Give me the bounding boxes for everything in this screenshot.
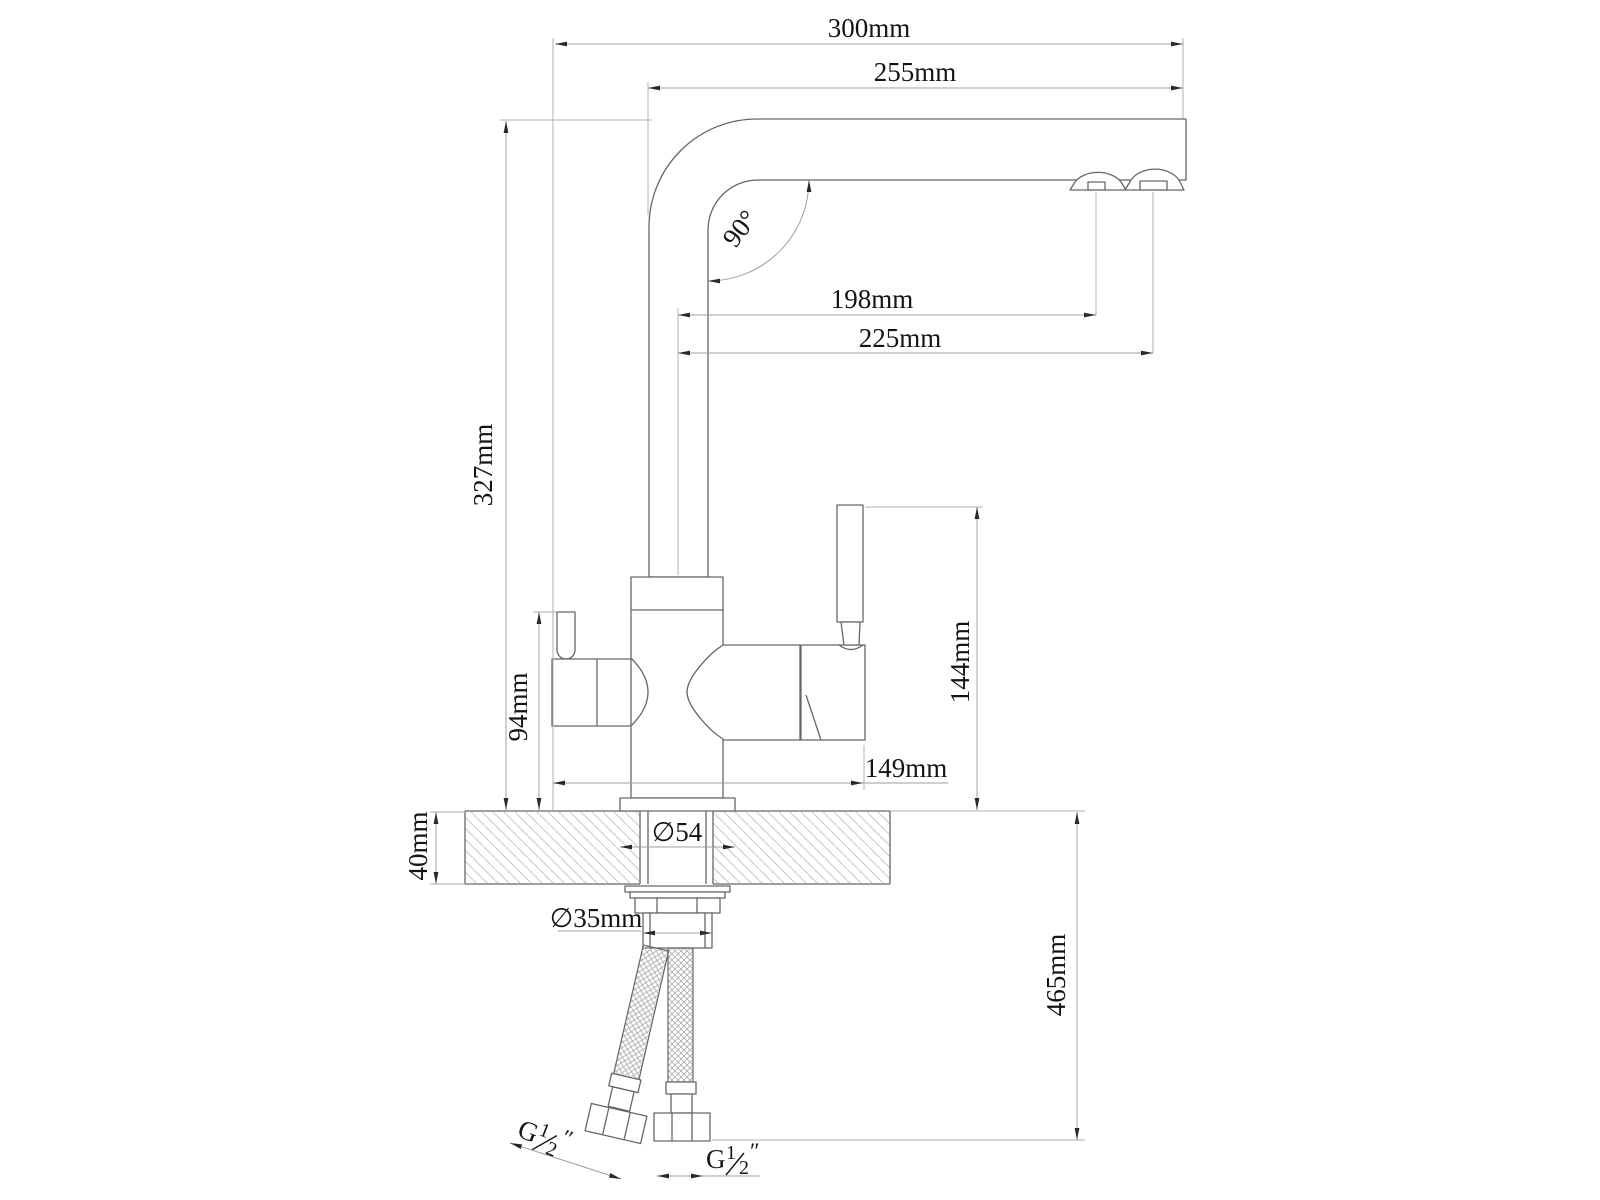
dim-90deg-label: 90°	[716, 204, 763, 252]
dim-dia35-label: ∅35mm	[550, 903, 643, 933]
dim-255mm-label: 255mm	[874, 57, 957, 87]
dimension-labels: 300mm 255mm 198mm 225mm 90° 327mm 94mm 1…	[403, 13, 1071, 1179]
hose-nut-left-facets	[601, 1107, 631, 1140]
right-handle-cap-joint	[805, 694, 822, 741]
faucet-body	[551, 118, 1187, 812]
hose-collar-right	[665, 1081, 697, 1095]
hose-nut-left	[584, 1102, 648, 1145]
dim-225mm-label: 225mm	[859, 323, 942, 353]
mounting-nut	[634, 897, 721, 914]
dim-465mm-label: 465mm	[1041, 934, 1071, 1017]
right-handle-cap	[800, 644, 866, 741]
mounting-washer-top	[624, 885, 731, 893]
left-handle-lever	[556, 611, 576, 660]
aerator-right-outlet	[1139, 180, 1168, 191]
mounting-washer-bottom	[629, 891, 726, 899]
thread-size-label-left: G 1 2 ″	[514, 1114, 577, 1162]
countertop-hatch-left	[465, 812, 640, 883]
thread-size-label-right: G 1 2 ″	[706, 1139, 760, 1179]
supply-hose-right	[653, 947, 711, 1142]
countertop-section	[464, 810, 891, 885]
dim-300mm-label: 300mm	[828, 13, 911, 43]
hose-braid-left	[612, 944, 670, 1081]
dim-40mm-label: 40mm	[403, 811, 433, 880]
base-flange	[619, 797, 736, 812]
dim-line-thread-left	[509, 1142, 622, 1180]
thread-right-unit: ″	[750, 1139, 760, 1164]
dimension-lines	[433, 41, 1183, 1180]
dim-149mm-label: 149mm	[865, 753, 948, 783]
hose-nut-right	[653, 1112, 711, 1142]
hose-braid-right	[667, 947, 694, 1083]
thread-right-numerator: 1	[726, 1142, 736, 1164]
hose-neck-right	[670, 1093, 693, 1114]
threaded-shank	[642, 912, 713, 949]
hose-neck-left	[607, 1086, 635, 1112]
thread-left-unit: ″	[559, 1125, 577, 1152]
dim-327mm-label: 327mm	[468, 424, 498, 507]
thread-right-letter: G	[706, 1144, 726, 1174]
supply-hose-left	[584, 944, 670, 1145]
right-handle-lever-neck	[840, 621, 861, 646]
aerator-left	[1069, 171, 1127, 191]
under-counter-hardware	[584, 885, 731, 1145]
dim-arc-90deg	[707, 179, 812, 284]
dim-144mm-label: 144mm	[945, 621, 975, 704]
threaded-shank-lines	[649, 913, 706, 948]
left-handle-housing	[551, 658, 632, 727]
countertop-hatch-right	[713, 812, 890, 883]
hose-nut-right-facets	[671, 1113, 693, 1141]
dim-94mm-label: 94mm	[503, 672, 533, 741]
right-handle-seat-arc	[838, 644, 864, 651]
countertop-outline	[464, 810, 891, 885]
mounting-nut-facets	[656, 898, 698, 913]
dim-198mm-label: 198mm	[831, 284, 914, 314]
right-handle-lever	[836, 504, 864, 623]
dim-dia54-label: ∅54	[652, 817, 703, 847]
aerator-left-outlet	[1087, 181, 1106, 191]
thread-right-denominator: 2	[739, 1157, 749, 1179]
